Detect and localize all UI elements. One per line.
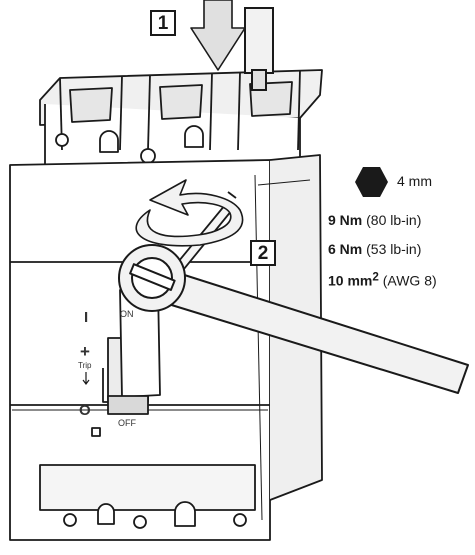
switch-area (91, 287, 161, 437)
screwdriver-tool (244, 7, 274, 91)
on-label: ON (120, 309, 134, 319)
terminal-slot-center (159, 84, 203, 120)
wire-size: 10 mm2 (AWG 8) (328, 270, 437, 289)
wire-value: 10 mm (328, 272, 373, 289)
torque-1: 9 Nm (80 lb-in) (328, 212, 421, 228)
terminal-block-bottom (39, 464, 256, 529)
panel-markings: I ON + Trip O OFF (78, 309, 136, 428)
torque-2-value: 6 Nm (328, 241, 363, 257)
torque-1-value: 9 Nm (328, 212, 363, 228)
trip-label: Trip (78, 361, 92, 370)
wrench-tool (118, 244, 469, 394)
off-symbol: O (79, 402, 91, 419)
step-2-label: 2 (250, 240, 276, 266)
torque-2-imperial: (53 lb-in) (366, 241, 422, 257)
trip-arrow-icon (82, 372, 90, 385)
wire-awg: (AWG 8) (382, 272, 437, 289)
torque-1-imperial: (80 lb-in) (366, 212, 422, 228)
trip-symbol: + (80, 342, 90, 361)
torque-2: 6 Nm (53 lb-in) (328, 241, 421, 257)
step-1-label: 1 (150, 10, 176, 36)
hex-socket-icon (355, 167, 388, 197)
rotation-arrow-icon (135, 179, 244, 247)
push-down-arrow-icon (190, 0, 246, 71)
toggle-handle[interactable] (107, 395, 149, 415)
terminal-slot-left (69, 87, 113, 123)
hex-size: 4 mm (397, 173, 432, 189)
on-symbol: I (84, 309, 88, 326)
off-label: OFF (118, 418, 136, 428)
wire-superscript: 2 (372, 270, 379, 283)
